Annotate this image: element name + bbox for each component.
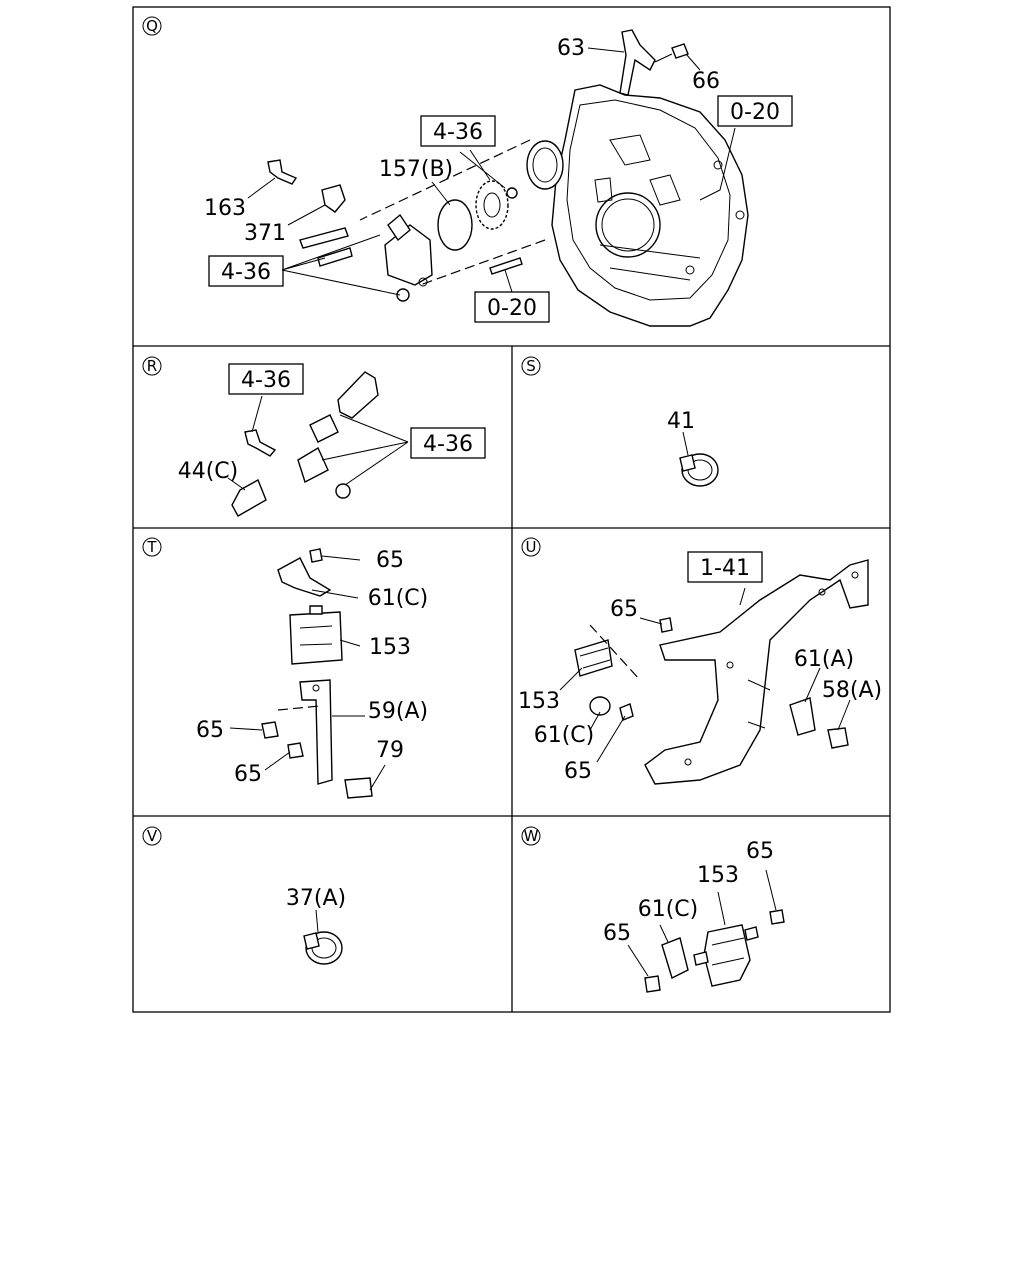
ref-box [717,95,793,127]
callout-59a: 59(A) [368,699,428,724]
rubber-mount-153 [703,924,751,987]
panel-t: 65 61(C) 153 59(A) 65 65 79 [196,548,429,799]
bracket-59a [299,679,333,785]
mount-bracket [297,446,329,484]
o-ring [437,199,473,251]
panel-u: 1-41 65 61(A) 58(A) 153 61(C) 65 [518,551,882,785]
panel-r-marker: R [142,356,162,376]
panel-q-marker: Q [142,16,162,36]
sensor-tube [337,371,379,419]
callout-65: 65 [234,762,262,787]
ref-box-label: 4-36 [241,368,291,393]
ref-box [687,551,763,583]
callout-79: 79 [376,738,404,763]
panel-t-marker: T [142,537,162,557]
panel-s: 41 [667,409,719,487]
callout-37a: 37(A) [286,886,346,911]
diagram-frame [132,6,891,1013]
callout-153: 153 [369,635,411,660]
pump-body [384,224,433,286]
callout-65: 65 [196,718,224,743]
callout-63: 63 [557,36,585,61]
panel-v-marker: V [142,826,162,846]
rubber-mount-153 [289,611,343,665]
bracket-63 [619,29,656,96]
svg-text:V: V [147,827,158,845]
panel-w-marker: W [521,826,541,846]
panel-u-marker: U [521,537,541,557]
callout-61c: 61(C) [638,897,699,922]
callout-153: 153 [697,863,739,888]
callout-153: 153 [518,689,560,714]
svg-text:Q: Q [146,17,158,35]
callout-65: 65 [746,839,774,864]
ref-box-label: 4-36 [221,260,271,285]
panel-q: 63 66 163 371 157(B) 4-36 0-20 4-36 0-20 [204,29,793,327]
callout-41: 41 [667,409,695,434]
panel-w: 65 153 61(C) 65 [603,839,785,993]
panel-r: 4-36 4-36 44(C) [178,363,486,517]
callout-157b: 157(B) [379,157,453,182]
clip-61c [661,937,689,979]
ref-box [420,115,496,147]
callout-44c: 44(C) [178,459,239,484]
ref-box-label: 4-36 [433,120,483,145]
connector-371 [321,184,346,213]
ref-box [474,291,550,323]
callout-61c: 61(C) [368,586,429,611]
callout-61a: 61(A) [794,647,854,672]
connector-44c [231,479,267,517]
callout-65: 65 [603,921,631,946]
nut-65 [309,548,323,563]
callout-65: 65 [610,597,638,622]
clip-61c [277,557,332,597]
ref-box-label: 1-41 [700,556,750,581]
callout-65: 65 [376,548,404,573]
panel-v: 37(A) [286,886,346,965]
ref-box [410,427,486,459]
svg-text:T: T [146,538,157,556]
clip-61c [589,696,611,716]
svg-text:S: S [526,357,536,375]
bolt-163 [267,159,298,185]
rubber-mount-153 [574,639,613,677]
callout-65: 65 [564,759,592,784]
gear [475,180,509,230]
callout-371: 371 [244,221,286,246]
callout-66: 66 [692,69,720,94]
ref-box-label: 0-20 [487,296,537,321]
clip-61a [789,697,816,736]
bracket-1-41 [644,559,869,785]
ref-box [208,255,284,287]
housing-bore [595,192,661,258]
panel-s-marker: S [521,356,541,376]
bolt-66 [671,43,689,59]
ref-box-label: 0-20 [730,100,780,125]
callout-58a: 58(A) [822,678,882,703]
svg-text:W: W [524,827,539,845]
svg-text:R: R [147,357,157,375]
svg-text:U: U [526,538,537,556]
ref-box-label: 4-36 [423,432,473,457]
callout-163: 163 [204,196,246,221]
callout-61c: 61(C) [534,723,595,748]
ref-box [228,363,304,395]
